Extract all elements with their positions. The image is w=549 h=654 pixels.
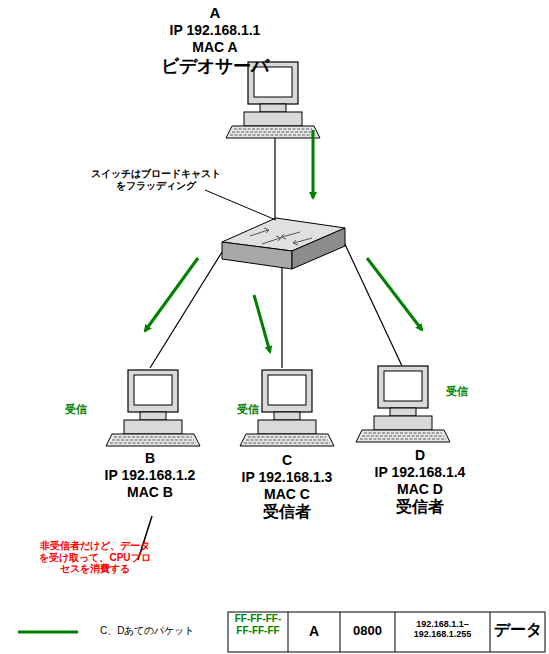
computer-node: BIP 192.168.1.2MAC B	[90, 450, 210, 500]
host-name: B	[90, 450, 210, 467]
host-info: 受信者	[212, 502, 362, 521]
switch-icon	[222, 218, 345, 269]
computer-icon	[356, 366, 450, 442]
host-info: 受信者	[345, 497, 495, 516]
host-info: IP 192.168.1.3	[212, 469, 362, 486]
receive-label: 受信	[56, 403, 96, 416]
table-cell: データ	[490, 621, 546, 639]
table-cell: 0800	[342, 624, 393, 639]
host-info: IP 192.168.1.2	[90, 467, 210, 484]
receive-label: 受信	[228, 403, 268, 416]
leader-line	[205, 190, 276, 220]
warning-note: 非受信者だけど、データを受け取って、CPUプロセスを消費する	[36, 540, 154, 575]
computer-node: AIP 192.168.1.1MAC Aビデオサーバ	[135, 4, 295, 77]
host-name: A	[135, 4, 295, 22]
receive-label: 受信	[437, 385, 477, 398]
table-cell: A	[290, 623, 338, 639]
packet-table	[228, 612, 545, 652]
host-info: MAC D	[345, 481, 495, 498]
host-name: D	[345, 447, 495, 464]
host-info: ビデオサーバ	[135, 56, 295, 78]
computer-node: CIP 192.168.1.3MAC C受信者	[212, 452, 362, 522]
callout-note: スイッチはブロードキャストをフラッディング	[88, 168, 223, 191]
host-info: IP 192.168.1.1	[135, 22, 295, 39]
table-cell: FF-FF-FF-FF-FF-FF	[230, 613, 286, 636]
table-cell: 192.168.1.1–192.168.1.255	[397, 619, 488, 640]
host-info: IP 192.168.1.4	[345, 464, 495, 481]
host-name: C	[212, 452, 362, 469]
legend-text: C、Dあてのパケット	[100, 625, 194, 637]
computer-icon	[106, 370, 200, 446]
packet-arrows	[145, 130, 422, 352]
host-info: MAC A	[135, 39, 295, 56]
host-info: MAC C	[212, 486, 362, 503]
legend-line	[18, 631, 78, 634]
computer-node: DIP 192.168.1.4MAC D受信者	[345, 447, 495, 517]
host-info: MAC B	[90, 484, 210, 501]
